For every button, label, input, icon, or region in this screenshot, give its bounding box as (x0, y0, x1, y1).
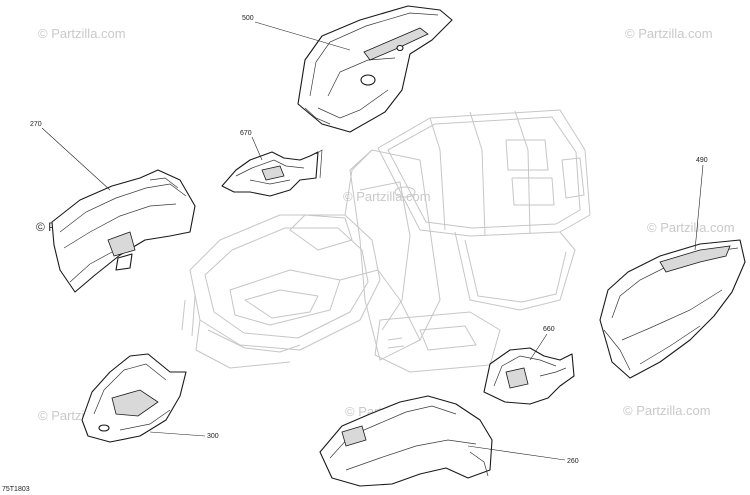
callout-label-500: 500 (242, 15, 254, 22)
callout-490: 490 (694, 157, 708, 251)
callout-500: 500 (242, 15, 351, 51)
part-270-front-fender-left (51, 169, 196, 293)
watermark-top-right: © Partzilla.com (625, 26, 713, 41)
part-300-front-nose (81, 353, 187, 443)
part-670-bracket (221, 149, 323, 197)
callout-label-670: 670 (240, 130, 252, 137)
part-490-rear-fender-right (599, 239, 746, 379)
watermark-center: © Partzilla.com (343, 189, 431, 204)
callout-270: 270 (30, 121, 111, 191)
callout-label-490: 490 (696, 157, 708, 164)
watermark-right: © Partzilla.com (647, 220, 735, 235)
part-260-front-lower-fender (319, 395, 493, 487)
callout-label-300: 300 (207, 433, 219, 440)
callout-260: 260 (467, 445, 579, 465)
watermark-bottom-right: © Partzilla.com (623, 403, 711, 418)
atv-frame-ghost (181, 109, 591, 373)
callout-300: 300 (149, 431, 219, 440)
callout-label-660: 660 (543, 326, 555, 333)
part-500-rear-cover (297, 5, 453, 133)
callout-670: 670 (240, 130, 263, 161)
watermark-top-left: © Partzilla.com (38, 26, 126, 41)
callout-label-260: 260 (567, 458, 579, 465)
part-660-side-bracket (483, 347, 575, 405)
callout-label-270: 270 (30, 121, 42, 128)
drawing-code: 75T1803 (2, 486, 30, 493)
callout-660: 660 (529, 326, 555, 361)
